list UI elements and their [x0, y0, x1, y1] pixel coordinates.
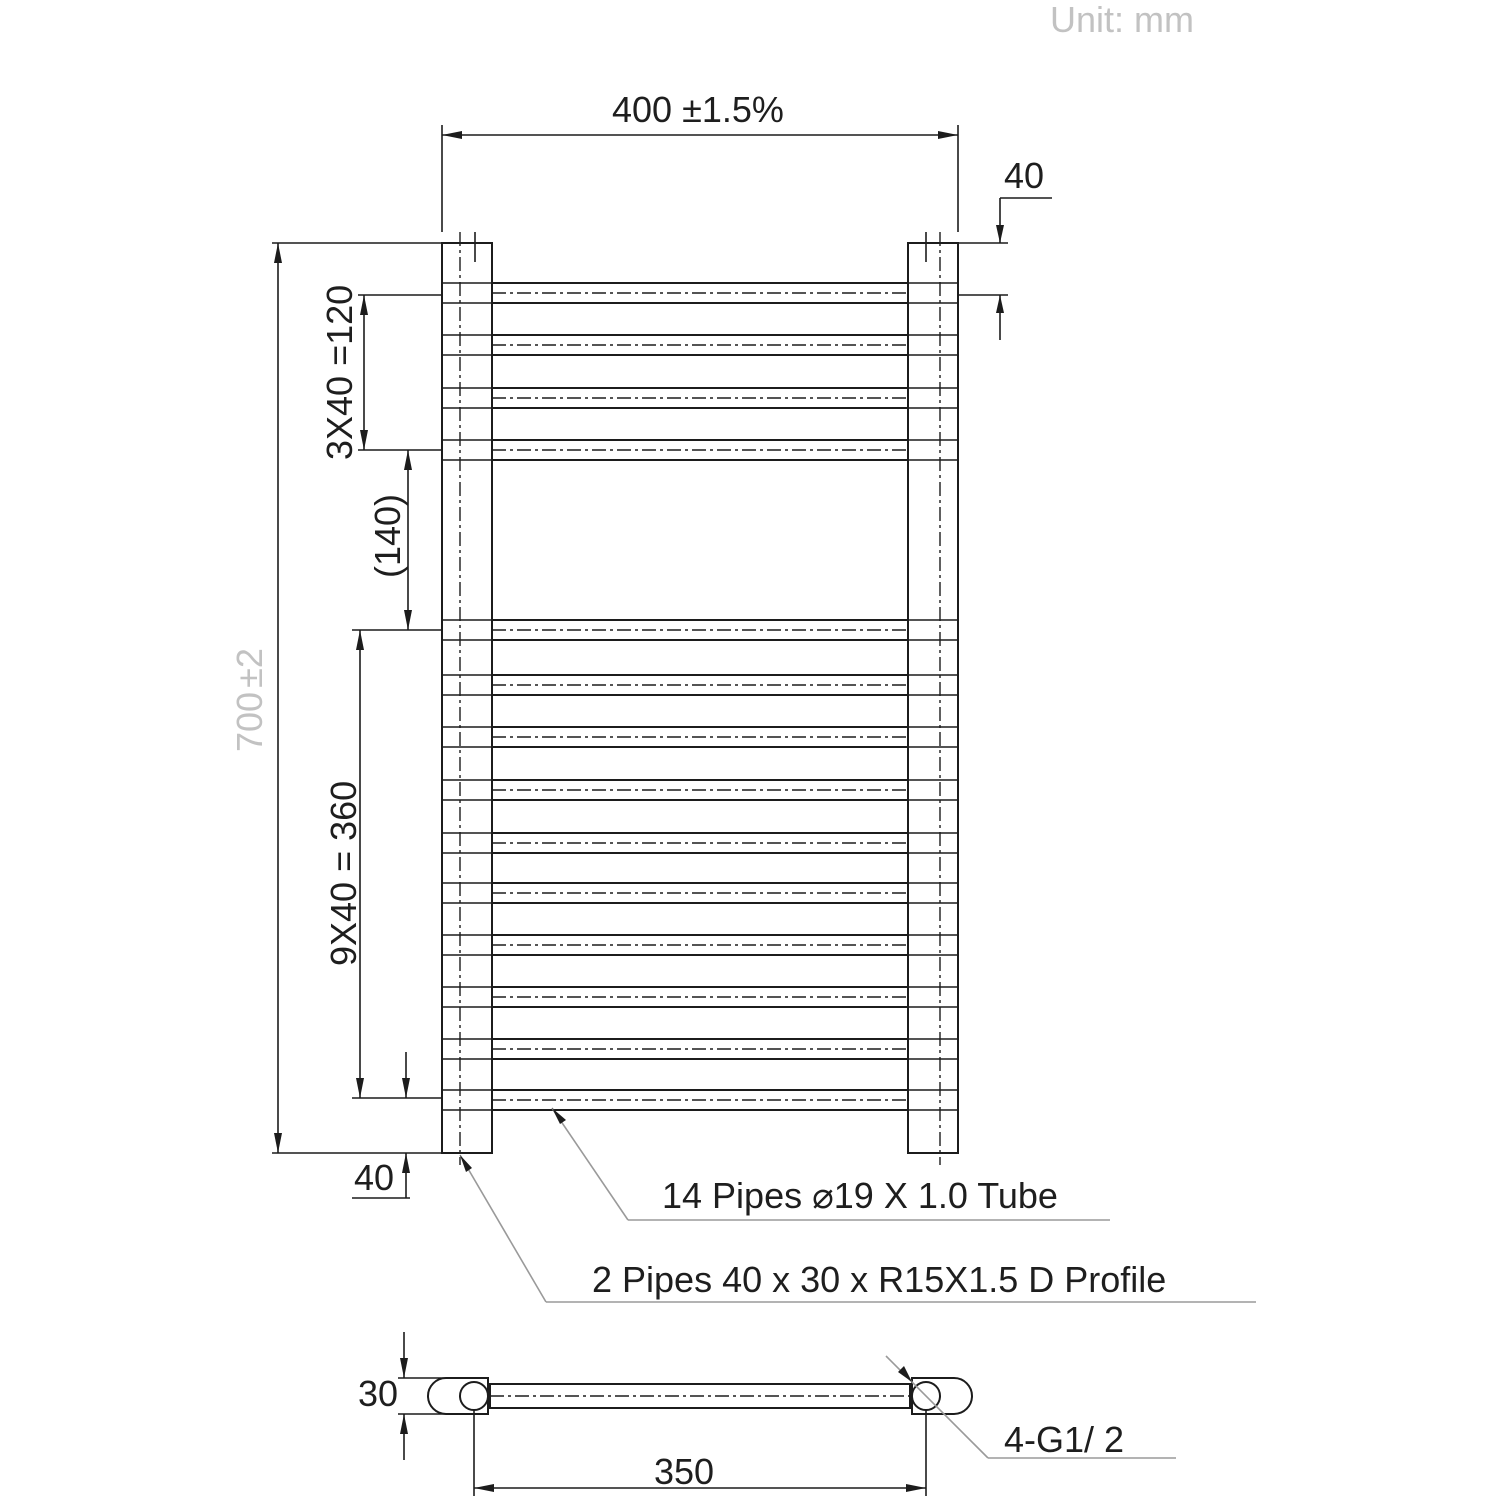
connections-label: 4-G1/ 2	[1004, 1419, 1124, 1460]
height-value: 700	[229, 692, 270, 752]
unit-label: Unit: mm	[1050, 0, 1194, 40]
centres-label: 350	[654, 1451, 714, 1492]
left-profile	[441, 242, 493, 1154]
top-offset-dimension: 40	[958, 155, 1052, 340]
bottom-group-dimension: 9X40 = 360	[323, 629, 442, 1099]
centres-dimension: 350	[473, 1410, 927, 1496]
bottom-offset-dimension: 40	[352, 1052, 410, 1199]
gap-label: (140)	[367, 494, 408, 578]
height-dimension-label: 700±2	[229, 648, 270, 752]
tubes-callout: 14 Pipes ⌀19 X 1.0 Tube	[551, 1107, 1110, 1221]
profiles-callout-label: 2 Pipes 40 x 30 x R15X1.5 D Profile	[592, 1259, 1166, 1300]
bottom-offset-label: 40	[354, 1157, 394, 1198]
width-dimension-label: 400 ±1.5%	[612, 89, 784, 130]
top-group-dimension: 3X40 =120	[319, 285, 442, 460]
depth-label: 30	[358, 1373, 398, 1414]
top-group-label: 3X40 =120	[319, 285, 360, 460]
top-offset-label: 40	[1004, 155, 1044, 196]
connections-callout: 4-G1/ 2	[885, 1355, 1176, 1460]
tubes-callout-label: 14 Pipes ⌀19 X 1.0 Tube	[662, 1175, 1058, 1216]
horizontal-tubes	[442, 282, 958, 1111]
height-tolerance: ±2	[229, 648, 270, 688]
bottom-group-label: 9X40 = 360	[323, 781, 364, 966]
width-dimension: 400 ±1.5%	[441, 89, 959, 232]
right-profile	[907, 242, 959, 1154]
height-dimension: 700±2	[229, 242, 442, 1154]
depth-dimension: 30	[358, 1332, 446, 1460]
plan-view	[427, 1377, 973, 1415]
gap-dimension: (140)	[367, 450, 412, 630]
profiles-callout: 2 Pipes 40 x 30 x R15X1.5 D Profile	[459, 1154, 1256, 1303]
front-view	[441, 232, 959, 1165]
